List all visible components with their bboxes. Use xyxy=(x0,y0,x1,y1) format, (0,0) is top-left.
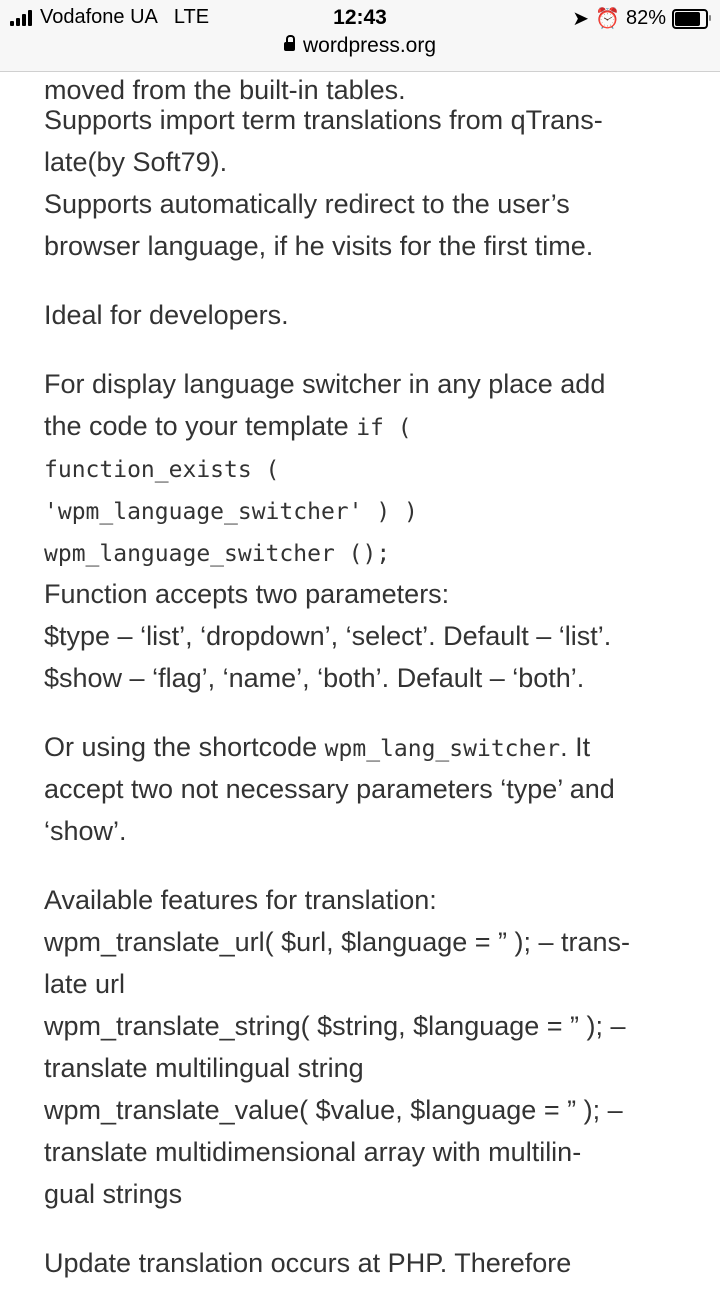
text-line: Function accepts two parameters: xyxy=(44,579,450,609)
code: 'wpm_language_switcher' ) ) xyxy=(44,499,418,525)
text-line: the code to your template if ( xyxy=(44,405,684,447)
signal-icon xyxy=(10,9,32,26)
text-line: Supports automatically redirect to the u… xyxy=(44,189,570,219)
network-type: LTE xyxy=(173,6,210,28)
text-line: gual strings xyxy=(44,1179,183,1209)
text-line: translate multilingual string xyxy=(44,1053,364,1083)
code-line: wpm_language_switcher (); xyxy=(44,531,684,573)
text-line: Update translation occurs at PHP. Theref… xyxy=(44,1248,572,1278)
paragraph-features: moved from the built-in tables. Supports… xyxy=(44,74,684,267)
text-line: Supports import term translations from q… xyxy=(44,105,603,135)
code-line: function_exists ( xyxy=(44,447,684,489)
clock: 12:43 xyxy=(333,6,387,29)
text-line: wpm_translate_url( $url, $language = ” )… xyxy=(44,927,631,957)
code: wpm_lang_switcher xyxy=(324,736,561,762)
text-line: ‘show’. xyxy=(44,816,127,846)
paragraph-developers: Ideal for developers. xyxy=(44,294,684,336)
url-text: wordpress.org xyxy=(302,34,437,57)
carrier-name: Vodafone UA xyxy=(40,6,158,28)
paragraph-shortcode: Or using the shortcode wpm_lang_switcher… xyxy=(44,726,684,852)
paragraph-update: Update translation occurs at PHP. Theref… xyxy=(44,1242,684,1284)
code: if ( xyxy=(356,415,412,441)
location-icon: ➤ xyxy=(572,8,590,30)
text-line: moved from the built-in tables. xyxy=(44,75,406,105)
text-line: late url xyxy=(44,969,126,999)
status-bar: Vodafone UA LTE 12:43 ➤ ⏰ 82% wordpress.… xyxy=(0,0,720,72)
lock-icon xyxy=(283,35,295,51)
text-line: accept two not necessary parameters ‘typ… xyxy=(44,774,615,804)
paragraph-functions: Available features for translation: wpm_… xyxy=(44,879,684,1215)
code-line: 'wpm_language_switcher' ) ) xyxy=(44,489,684,531)
plugin-description: moved from the built-in tables. Supports… xyxy=(44,74,684,1311)
code: wpm_language_switcher (); xyxy=(44,541,391,567)
text-line: translate multidimensional array with mu… xyxy=(44,1137,582,1167)
battery-icon xyxy=(672,8,711,29)
paragraph-switcher: For display language switcher in any pla… xyxy=(44,363,684,699)
text-line: $type – ‘list’, ‘dropdown’, ‘select’. De… xyxy=(44,621,612,651)
text: Or using the shortcode xyxy=(44,732,325,762)
text: . It xyxy=(560,732,591,762)
text-line: late(by Soft79). xyxy=(44,147,228,177)
address-bar[interactable]: wordpress.org xyxy=(0,34,720,58)
text-line: Or using the shortcode wpm_lang_switcher… xyxy=(44,726,684,768)
text-line: Ideal for developers. xyxy=(44,300,289,330)
text-line: Available features for translation: xyxy=(44,885,437,915)
status-icons: ➤ ⏰ 82% xyxy=(572,6,711,31)
text-line: wpm_translate_value( $value, $language =… xyxy=(44,1095,623,1125)
text-line: wpm_translate_string( $string, $language… xyxy=(44,1011,626,1041)
text-line: $show – ‘flag’, ‘name’, ‘both’. Default … xyxy=(44,663,585,693)
text-line: browser language, if he visits for the f… xyxy=(44,231,594,261)
text: the code to your template xyxy=(44,411,357,441)
text-line: For display language switcher in any pla… xyxy=(44,369,606,399)
battery-percent: 82% xyxy=(625,7,666,29)
carrier-info: Vodafone UA LTE xyxy=(10,6,209,29)
code: function_exists ( xyxy=(44,457,280,483)
alarm-icon: ⏰ xyxy=(595,8,620,30)
